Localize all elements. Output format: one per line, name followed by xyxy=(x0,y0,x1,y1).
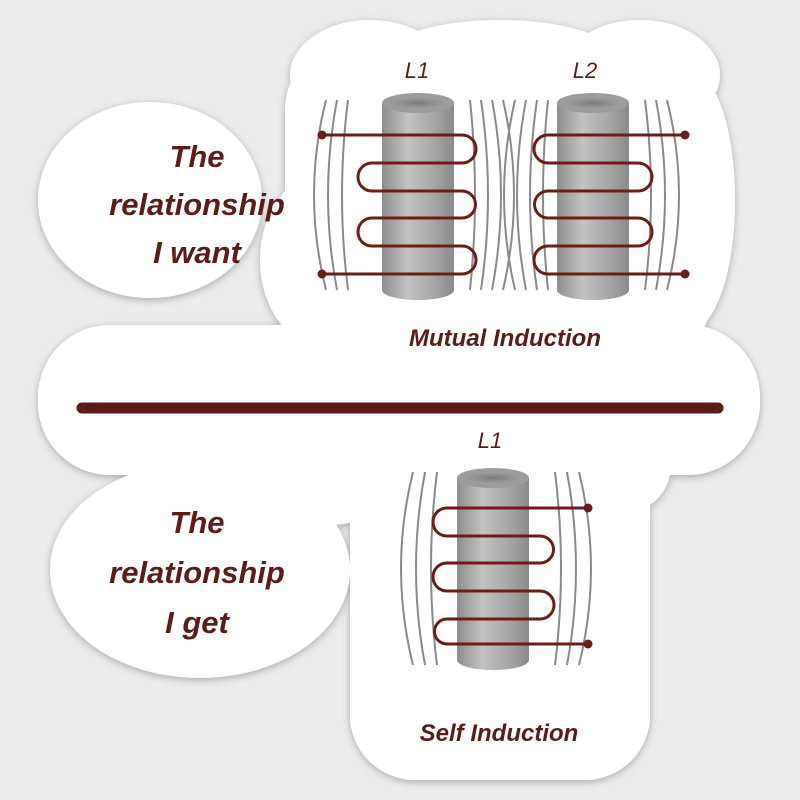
winding-l1-top xyxy=(320,133,478,276)
core-l1-bottom xyxy=(457,468,529,670)
coil-windings xyxy=(317,130,690,649)
field-line-top-right-0 xyxy=(644,99,652,291)
core-l2-top-face xyxy=(563,97,623,109)
field-line-top-right-1 xyxy=(655,99,666,291)
field-line-top-mid-left-1 xyxy=(480,99,489,291)
winding-l1-top-terminal-bottom xyxy=(317,269,327,279)
field-line-top-left-1 xyxy=(327,99,338,291)
coil-label-l1-bottom: L1 xyxy=(478,428,502,453)
winding-l2 xyxy=(532,133,687,276)
bottom-phrase-line-2: relationship xyxy=(109,555,285,590)
field-line-bottom-left-0 xyxy=(430,471,438,666)
coil-label-l1-top: L1 xyxy=(405,58,429,83)
field-line-top-mid-right-0 xyxy=(503,99,516,291)
core-l1-top xyxy=(382,93,454,300)
coil-label-l2: L2 xyxy=(573,58,597,83)
field-line-bottom-left-2 xyxy=(400,471,414,666)
magnetic-field-lines xyxy=(313,99,680,666)
field-line-top-left-2 xyxy=(313,99,327,291)
core-l1-bottom-body xyxy=(457,478,529,670)
field-line-top-right-2 xyxy=(666,99,680,291)
winding-l1-bottom-terminal-bottom xyxy=(583,639,593,649)
winding-l2-terminal-top xyxy=(680,130,690,140)
core-l1-top-top-face xyxy=(388,97,448,109)
field-line-top-mid-left-3 xyxy=(502,99,515,291)
field-line-bottom-right-0 xyxy=(554,471,562,666)
self-induction-caption: Self Induction xyxy=(420,720,579,747)
winding-l1-bottom xyxy=(431,506,590,646)
bottom-phrase-line-3: I get xyxy=(165,605,230,640)
winding-l1-bottom-terminal-top xyxy=(583,503,593,513)
top-phrase-line-2: relationship xyxy=(109,187,285,222)
field-line-top-mid-right-2 xyxy=(529,99,538,291)
field-line-bottom-right-2 xyxy=(578,471,592,666)
field-line-top-mid-left-0 xyxy=(469,99,476,291)
bottom-phrase-line-1: The xyxy=(169,505,224,540)
field-line-top-mid-right-3 xyxy=(542,99,549,291)
core-l2 xyxy=(557,93,629,300)
field-line-top-mid-left-2 xyxy=(491,99,502,291)
field-line-bottom-right-1 xyxy=(566,471,577,666)
mutual-induction-caption: Mutual Induction xyxy=(409,325,601,352)
winding-l2-terminal-bottom xyxy=(680,269,690,279)
field-line-top-mid-right-1 xyxy=(516,99,527,291)
field-line-top-left-0 xyxy=(341,99,349,291)
winding-l1-top-terminal-top xyxy=(317,130,327,140)
core-l1-bottom-top-face xyxy=(463,472,523,484)
top-phrase-line-1: The xyxy=(169,139,224,174)
core-l2-body xyxy=(557,103,629,300)
bottom-phrase: The relationship I get xyxy=(109,505,285,640)
field-line-bottom-left-1 xyxy=(415,471,426,666)
coil-cores xyxy=(382,93,629,670)
top-phrase: The relationship I want xyxy=(109,139,285,270)
core-l1-top-body xyxy=(382,103,454,300)
top-phrase-line-3: I want xyxy=(153,235,243,270)
